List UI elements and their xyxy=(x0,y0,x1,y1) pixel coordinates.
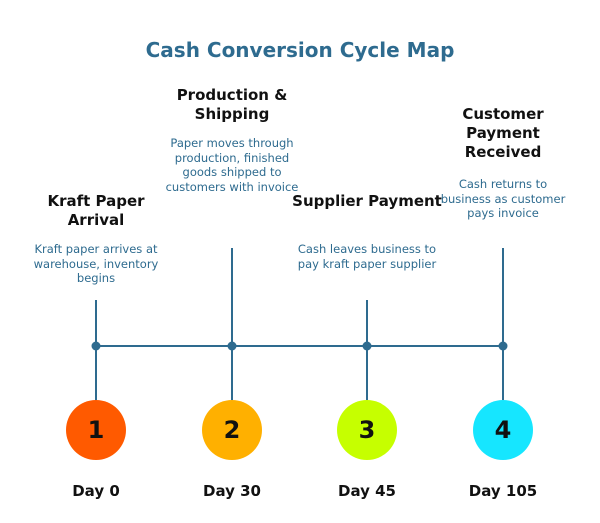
stage-2-day: Day 30 xyxy=(203,482,261,500)
stage-4-circle: 4 xyxy=(473,400,533,460)
stage-4-title: Customer Payment Received xyxy=(462,105,544,161)
stage-2-description: Paper moves through production, finished… xyxy=(165,136,299,194)
stage-4-day: Day 105 xyxy=(468,482,538,500)
stage-3-title: Supplier Payment xyxy=(292,192,442,210)
timeline-dot-4 xyxy=(498,341,508,351)
timeline-dot-2 xyxy=(227,341,237,351)
stage-1-description: Kraft paper arrives at warehouse, invent… xyxy=(33,242,159,285)
timeline-dot-3 xyxy=(362,341,372,351)
stage-4-description: Cash returns to business as customer pay… xyxy=(440,177,566,220)
stage-3-description: Cash leaves business to pay kraft paper … xyxy=(297,242,437,271)
stage-1-title: Kraft Paper Arrival xyxy=(47,192,145,229)
timeline-dot-1 xyxy=(91,341,101,351)
stage-1-day: Day 0 xyxy=(72,482,120,500)
diagram-title: Cash Conversion Cycle Map xyxy=(145,38,455,62)
stage-2-title: Production & Shipping xyxy=(176,86,288,123)
stage-1-circle: 1 xyxy=(66,400,126,460)
stage-3-day: Day 45 xyxy=(338,482,396,500)
stage-3-circle: 3 xyxy=(337,400,397,460)
stage-2-circle: 2 xyxy=(202,400,262,460)
